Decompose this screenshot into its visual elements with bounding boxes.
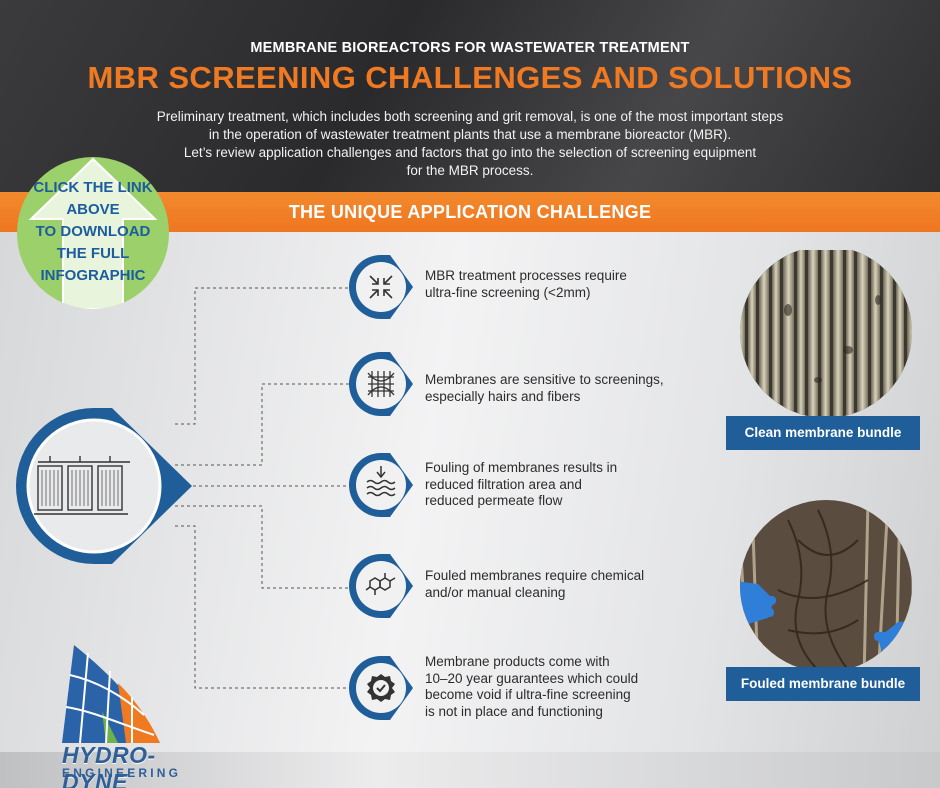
cta-line: TO DOWNLOAD	[35, 223, 151, 240]
challenge-item: Membrane products come with 10–20 year g…	[425, 654, 705, 720]
membrane-module-icon	[16, 408, 192, 564]
fouled-membrane-label: Fouled membrane bundle	[726, 667, 920, 701]
chemical-molecule-icon	[349, 554, 413, 618]
section-title: THE UNIQUE APPLICATION CHALLENGE	[288, 202, 652, 222]
challenge-line: especially hairs and fibers	[425, 388, 581, 404]
logo-name: HYDRO-DYNE	[62, 742, 156, 788]
intro-line: in the operation of wastewater treatment…	[208, 127, 732, 142]
cta-text: CLICK THE LINK ABOVE TO DOWNLOAD THE FUL…	[17, 177, 169, 287]
header-subtitle: MEMBRANE BIOREACTORS FOR WASTEWATER TREA…	[250, 40, 690, 56]
challenge-item: Fouling of membranes results in reduced …	[425, 460, 705, 510]
challenge-item: Membranes are sensitive to screenings, e…	[425, 372, 705, 405]
challenge-line: become void if ultra-fine screening	[425, 687, 631, 702]
header: MEMBRANE BIOREACTORS FOR WASTEWATER TREA…	[0, 0, 940, 192]
clean-membrane-label: Clean membrane bundle	[726, 416, 920, 450]
challenge-line: MBR treatment processes require	[425, 268, 627, 283]
clean-membrane-photo	[740, 250, 912, 418]
intro-line: Let’s review application challenges and …	[183, 145, 757, 160]
challenge-line: Fouling of membranes results in	[425, 460, 618, 475]
challenge-line: Fouled membranes require chemical	[425, 568, 645, 583]
badge-check-icon	[349, 656, 413, 720]
challenge-item: Fouled membranes require chemical and/or…	[425, 568, 705, 601]
challenge-line: reduced permeate flow	[425, 493, 563, 508]
challenge-line: 10–20 year guarantees which could	[425, 670, 639, 686]
fouled-membrane-photo	[740, 500, 912, 672]
up-arrow-icon	[28, 157, 158, 309]
challenge-line: ultra-fine screening (<2mm)	[425, 284, 591, 300]
intro-line: Preliminary treatment, which includes bo…	[156, 109, 784, 124]
cta-line: THE FULL	[56, 245, 130, 262]
challenge-line: Membrane products come with	[425, 654, 610, 669]
challenge-line: and/or manual cleaning	[425, 584, 566, 600]
compress-arrows-icon	[349, 255, 413, 319]
download-cta[interactable]: CLICK THE LINK ABOVE TO DOWNLOAD THE FUL…	[17, 157, 169, 309]
cta-line: CLICK THE LINK	[33, 179, 153, 196]
challenge-line: is not in place and functioning	[425, 703, 603, 719]
cta-line: ABOVE	[66, 201, 120, 218]
challenge-item: MBR treatment processes require ultra-fi…	[425, 268, 705, 301]
hydro-dyne-logo	[62, 645, 160, 744]
fiber-tangle-icon	[349, 352, 413, 416]
intro-line: for the MBR process.	[406, 163, 534, 178]
challenge-line: reduced filtration area and	[425, 476, 582, 492]
wave-arrow-icon	[349, 453, 413, 517]
cta-line: INFOGRAPHIC	[40, 267, 146, 284]
header-title: MBR SCREENING CHALLENGES AND SOLUTIONS	[87, 60, 853, 95]
intro-paragraph: Preliminary treatment, which includes bo…	[100, 108, 840, 180]
challenge-line: Membranes are sensitive to screenings,	[425, 372, 664, 387]
logo-subtitle: ENGINEERING	[62, 766, 182, 780]
footer-strip	[0, 752, 940, 788]
